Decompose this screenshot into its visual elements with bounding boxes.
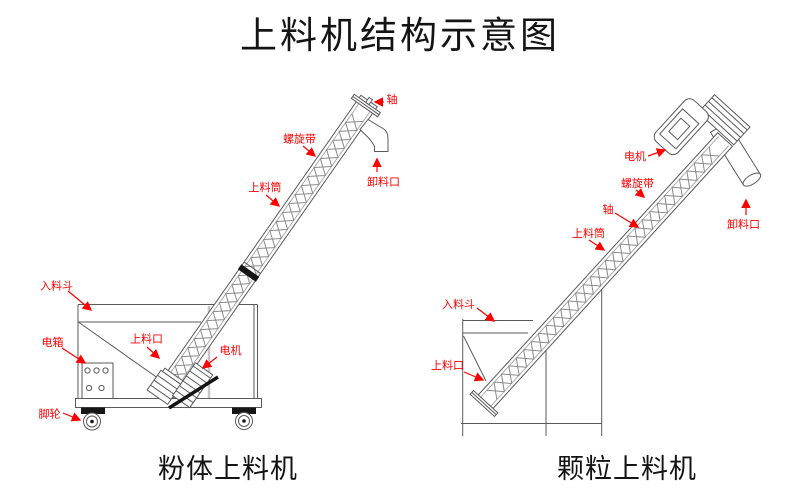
- callout-right-spiral-belt: 螺旋带: [621, 176, 654, 198]
- spiral-belt-right: [486, 146, 713, 393]
- arrow-left-feed-tube: [265, 194, 281, 207]
- caption-left: 粉体上料机: [158, 454, 298, 485]
- arrow-left-feed-hopper: [67, 290, 93, 311]
- granule-feed-tube: [469, 93, 751, 418]
- label-right-shaft: 轴: [603, 202, 614, 216]
- arrow-left-caster: [62, 412, 82, 422]
- casters: [81, 407, 256, 431]
- motor-right-body: [653, 98, 709, 156]
- callout-left-feed-port: 上料口: [130, 332, 163, 359]
- powder-feed-tube: [146, 93, 382, 409]
- callout-right-feed-port: 上料口: [431, 358, 485, 382]
- callout-left-shaft: 轴: [373, 92, 398, 107]
- arrow-right-feed-hopper: [476, 307, 496, 322]
- label-left-electric-box: 电箱: [42, 335, 64, 349]
- label-left-motor: 电机: [220, 343, 242, 357]
- arrow-right-feed-port: [463, 371, 485, 382]
- powder-feeder-figure: [75, 93, 389, 431]
- label-right-feed-hopper: 入料斗: [442, 297, 475, 311]
- label-right-feed-port: 上料口: [431, 358, 464, 372]
- callout-left-motor: 电机: [201, 343, 242, 369]
- arrow-left-electric-box: [61, 347, 87, 364]
- callout-left-feed-hopper: 入料斗: [40, 279, 93, 311]
- label-right-discharge-port: 卸料口: [727, 217, 760, 231]
- label-left-feed-port: 上料口: [130, 332, 163, 346]
- callout-right-discharge-port: 卸料口: [727, 198, 760, 231]
- granule-feeder-figure: [461, 93, 762, 436]
- motor-fin-pack: [697, 93, 751, 146]
- label-right-spiral-belt: 螺旋带: [621, 176, 654, 190]
- callout-left-spiral-belt: 螺旋带: [283, 132, 317, 157]
- arrow-left-spiral-belt: [302, 145, 317, 157]
- granule-hopper-stand: [461, 287, 603, 436]
- arrow-left-motor: [201, 356, 218, 369]
- label-left-feed-hopper: 入料斗: [40, 279, 73, 293]
- tube-joint-band: [237, 264, 260, 282]
- label-right-motor: 电机: [624, 149, 646, 163]
- callout-right-shaft: 轴: [603, 202, 640, 228]
- motor-mount-rail: [168, 375, 219, 410]
- arrow-right-feed-tube: [588, 239, 606, 251]
- electric-box: [81, 362, 114, 399]
- shaft-tip: [364, 96, 374, 106]
- callout-left-feed-tube: 上料筒: [249, 180, 282, 207]
- callout-left-discharge-port: 卸料口: [367, 157, 400, 189]
- spiral-belt-left: [162, 113, 358, 385]
- arrow-right-motor: [647, 148, 667, 158]
- label-left-discharge-port: 卸料口: [367, 175, 400, 189]
- callout-right-motor: 电机: [624, 148, 667, 163]
- callout-left-caster: 脚轮: [39, 407, 82, 422]
- label-left-shaft: 轴: [387, 92, 398, 106]
- arrow-left-feed-port: [146, 346, 161, 359]
- caption-right: 颗粒上料机: [557, 454, 697, 485]
- label-left-feed-tube: 上料筒: [249, 180, 282, 194]
- label-right-feed-tube: 上料筒: [572, 226, 605, 240]
- discharge-chute: [359, 118, 389, 152]
- callout-left-electric-box: 电箱: [42, 335, 87, 364]
- arrow-right-spiral-belt: [634, 188, 646, 198]
- arrow-right-shaft: [614, 212, 640, 228]
- label-left-caster: 脚轮: [39, 407, 61, 421]
- diagram-title: 上料机结构示意图: [240, 14, 560, 57]
- callout-right-feed-hopper: 入料斗: [442, 297, 496, 322]
- label-left-spiral-belt: 螺旋带: [283, 132, 316, 146]
- callout-right-feed-tube: 上料筒: [572, 226, 606, 251]
